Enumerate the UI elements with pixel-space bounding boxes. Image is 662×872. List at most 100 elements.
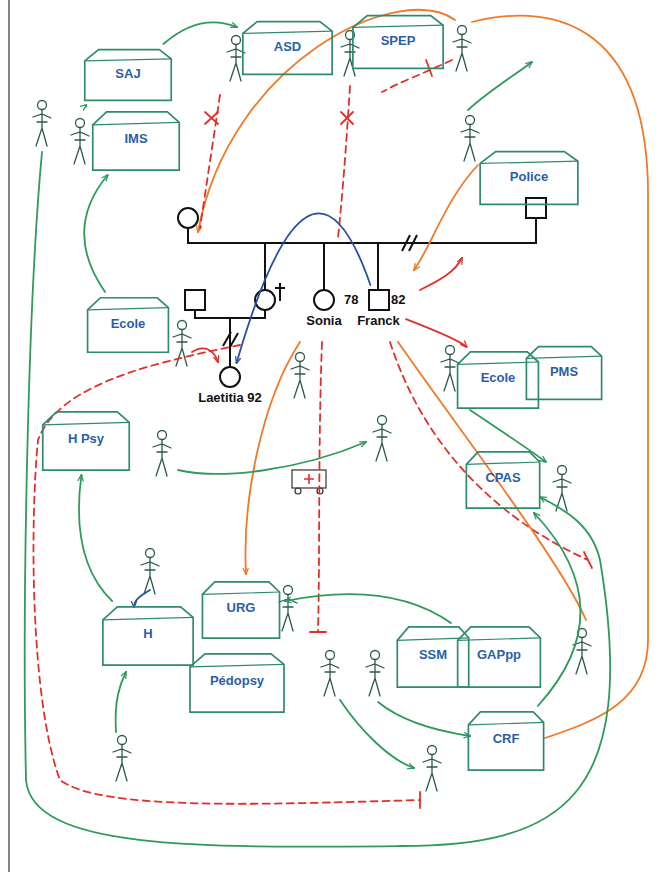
conflict-bar	[584, 552, 592, 568]
institution-house: Pédopsy	[187, 652, 287, 714]
institution-name: Ecole	[455, 370, 541, 385]
person-name: Sonia	[304, 313, 344, 328]
person-figure	[71, 119, 89, 165]
ambulance-wheel	[295, 488, 301, 494]
conflict-cross	[341, 112, 353, 124]
person-figure	[141, 549, 159, 595]
house-roof-line	[85, 59, 171, 61]
person-figure	[113, 736, 131, 782]
connector-arrow	[406, 319, 467, 347]
conflict-bar	[310, 631, 326, 633]
institution-name: ASD	[240, 39, 335, 54]
institution-name: CRF	[466, 731, 546, 746]
person-figure	[153, 431, 171, 477]
connector-arrow	[163, 22, 237, 44]
genogram-member: Laetitia 92	[196, 366, 264, 405]
house-roof-line	[468, 722, 543, 724]
relation-line	[382, 60, 452, 92]
relation-line	[198, 10, 455, 232]
relation-line	[134, 590, 150, 607]
institution-name: SSM	[395, 647, 471, 662]
genogram-female	[178, 208, 198, 228]
house-roof-line	[103, 617, 193, 619]
person-figure	[423, 746, 441, 792]
connector-arrow	[285, 594, 451, 623]
institution-name: SAJ	[82, 66, 174, 81]
person-figure	[373, 416, 391, 462]
house-roof-line	[93, 122, 179, 124]
person-figure	[553, 466, 571, 512]
institution-house: Police	[477, 150, 581, 206]
relation-line	[33, 345, 420, 804]
couple-line	[188, 218, 536, 243]
genogram-member: Sonia	[304, 289, 344, 328]
institution-name: CPAS	[464, 470, 542, 485]
divorce-mark	[223, 332, 238, 347]
connector-arrow	[85, 105, 88, 107]
institution-name: Pédopsy	[187, 673, 287, 688]
genogram-male	[526, 198, 546, 218]
house-roof-line	[466, 462, 539, 464]
relation-line	[414, 165, 478, 270]
institution-house: SSM	[395, 625, 471, 689]
relation-line	[318, 342, 322, 632]
conflict-cross	[205, 112, 218, 124]
institution-house: Ecole	[85, 296, 171, 354]
year-label: 82	[391, 292, 405, 307]
connector-arrow	[79, 475, 112, 601]
relation-line	[378, 702, 470, 736]
person-figure	[291, 353, 309, 399]
institution-house: H	[100, 605, 196, 667]
relation-line	[178, 442, 366, 474]
relation-line	[470, 410, 546, 462]
person-figure	[279, 586, 297, 632]
divorce-mark	[402, 235, 417, 251]
institution-name: Police	[477, 169, 581, 184]
institution-name: IMS	[90, 131, 182, 146]
person-figure	[453, 26, 471, 72]
institution-name: PMS	[524, 364, 604, 379]
relation-line	[116, 672, 126, 732]
genogram-female	[255, 290, 275, 310]
institution-name: SPEP	[350, 33, 446, 48]
relation-line	[340, 700, 414, 768]
institution-name: H	[100, 626, 196, 641]
institution-house: CPAS	[464, 450, 542, 510]
house-roof-line	[526, 356, 601, 358]
relation-line	[468, 62, 532, 110]
relation-line	[25, 152, 610, 847]
institution-house: IMS	[90, 110, 182, 172]
institution-house: Ecole	[455, 350, 541, 410]
couple-line	[195, 310, 265, 367]
institution-name: Ecole	[85, 316, 171, 331]
genogram-shape	[313, 289, 335, 311]
ambulance-body	[292, 470, 326, 488]
genogram-symbol	[220, 367, 240, 387]
institution-name: URG	[200, 600, 282, 615]
person-name: Laetitia 92	[196, 390, 264, 405]
connector-arrow	[237, 213, 371, 363]
house-roof-line	[353, 25, 443, 27]
ambulance-icon	[292, 470, 326, 494]
institution-house: CRF	[466, 710, 546, 772]
institution-house: PMS	[524, 345, 604, 401]
conflict-bar	[419, 792, 421, 808]
genogram-shape	[219, 366, 241, 388]
institution-house: GAPpp	[455, 625, 543, 689]
person-figure	[341, 31, 359, 77]
person-figure	[321, 651, 339, 697]
relation-lines	[25, 10, 648, 847]
institution-house: SPEP	[350, 14, 446, 70]
house-roof-line	[190, 664, 284, 666]
relation-line	[338, 86, 350, 238]
person-figure	[573, 629, 591, 675]
genogram-male	[185, 290, 205, 310]
relation-line	[200, 95, 220, 228]
house-roof-line	[88, 308, 169, 310]
connector-arrow	[84, 175, 108, 292]
person-figure	[366, 651, 384, 697]
house-roof-line	[43, 422, 129, 424]
page-border	[8, 0, 9, 872]
institution-house: SAJ	[82, 48, 174, 102]
